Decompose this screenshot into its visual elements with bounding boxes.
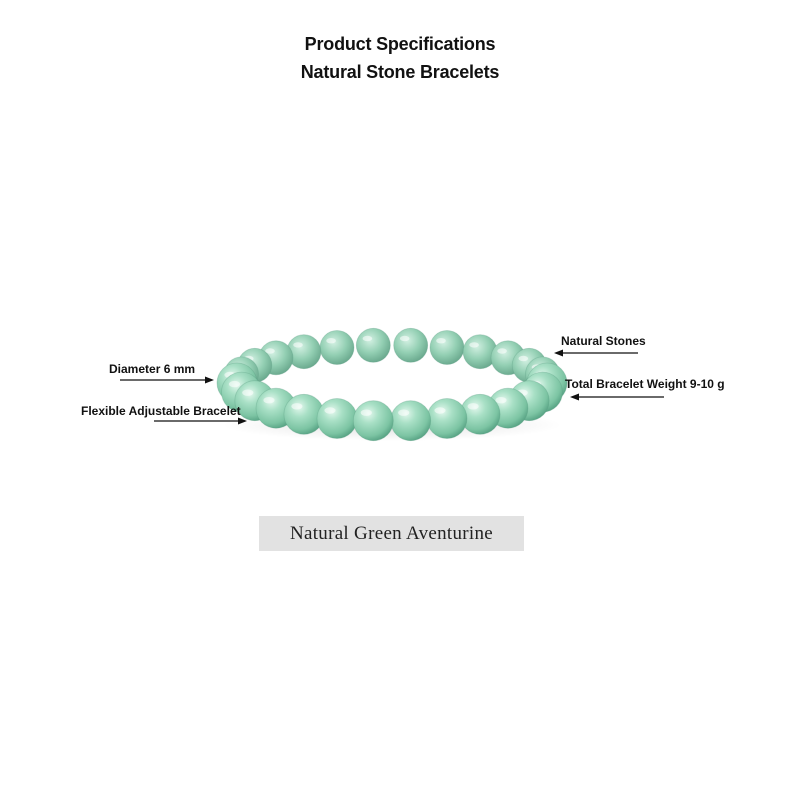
natural-stones-label: Natural Stones — [561, 334, 646, 348]
diameter-arrow — [120, 376, 214, 384]
natural-stones-arrow — [554, 349, 638, 357]
page-title: Product Specifications — [304, 34, 496, 54]
flexible-label: Flexible Adjustable Bracelet — [81, 404, 241, 418]
product-name-tag: Natural Green Aventurine — [259, 516, 524, 551]
bead — [429, 330, 465, 365]
product-name: Natural Green Aventurine — [289, 522, 494, 544]
back-bead-row — [224, 327, 560, 392]
bead — [426, 398, 468, 439]
diameter-label: Diameter 6 mm — [109, 362, 196, 376]
page-subtitle: Natural Stone Bracelets — [300, 62, 500, 82]
bead — [459, 393, 501, 435]
weight-arrow — [570, 393, 664, 401]
bead — [393, 327, 429, 363]
bead — [316, 398, 358, 439]
bead — [352, 400, 394, 442]
bead — [355, 327, 391, 363]
bead — [390, 400, 432, 442]
bead — [319, 330, 355, 365]
bead — [462, 334, 498, 370]
front-bead-row — [216, 362, 568, 442]
flexible-arrow — [154, 417, 247, 425]
bead — [286, 334, 322, 370]
weight-label: Total Bracelet Weight 9-10 g — [565, 377, 725, 391]
